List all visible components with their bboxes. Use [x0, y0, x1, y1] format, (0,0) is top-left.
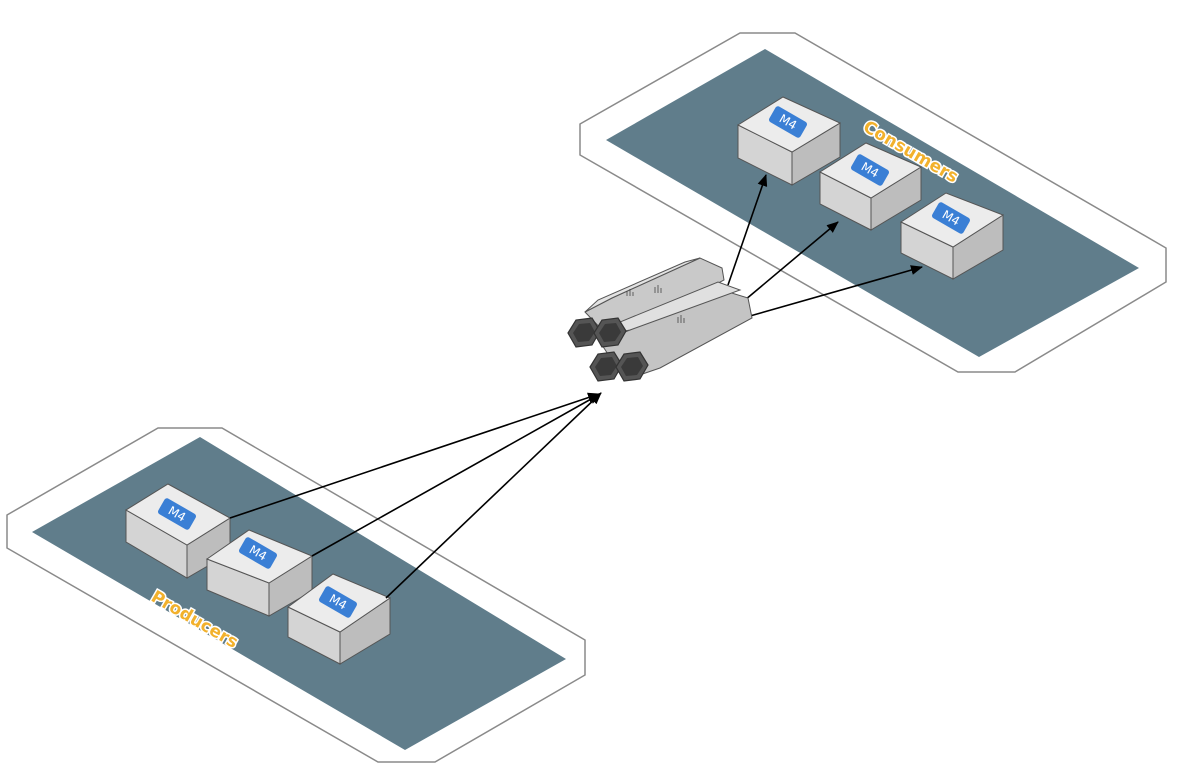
m4-badge [932, 202, 970, 234]
stream-tube-end-inner [595, 357, 617, 376]
producer-instance: M4 [205, 529, 314, 617]
kinesis-stream-icon [567, 257, 753, 382]
stream-to-consumer-arrow [744, 221, 839, 301]
consumer-instance: M4 [899, 192, 1005, 280]
producer-to-stream-arrow [385, 392, 602, 599]
consumer-instance: M4 [818, 142, 923, 231]
shard-chart-mark [626, 285, 685, 323]
producer-to-stream-arrow [229, 392, 600, 519]
stream-tube-top [584, 257, 701, 313]
m4-badge [769, 106, 807, 138]
producers-group: Producers M4 M4 [6, 427, 586, 763]
m4-badge [158, 498, 196, 530]
m4-badge [319, 586, 357, 618]
data-flow-arrows [229, 174, 923, 599]
stream-tube-end-inner [573, 323, 595, 342]
m4-badge [239, 537, 277, 569]
stream-tube-end-inner [599, 323, 621, 342]
producer-instance: M4 [287, 573, 392, 665]
stream-to-consumer-arrow [727, 174, 768, 286]
stream-tube-end-inner [621, 357, 643, 376]
m4-badge [851, 154, 889, 186]
consumer-instance: M4 [736, 96, 842, 186]
stream-to-consumer-arrow [749, 265, 923, 317]
producer-to-stream-arrow [311, 393, 601, 557]
consumers-group: Consumers M4 M4 [579, 32, 1167, 373]
